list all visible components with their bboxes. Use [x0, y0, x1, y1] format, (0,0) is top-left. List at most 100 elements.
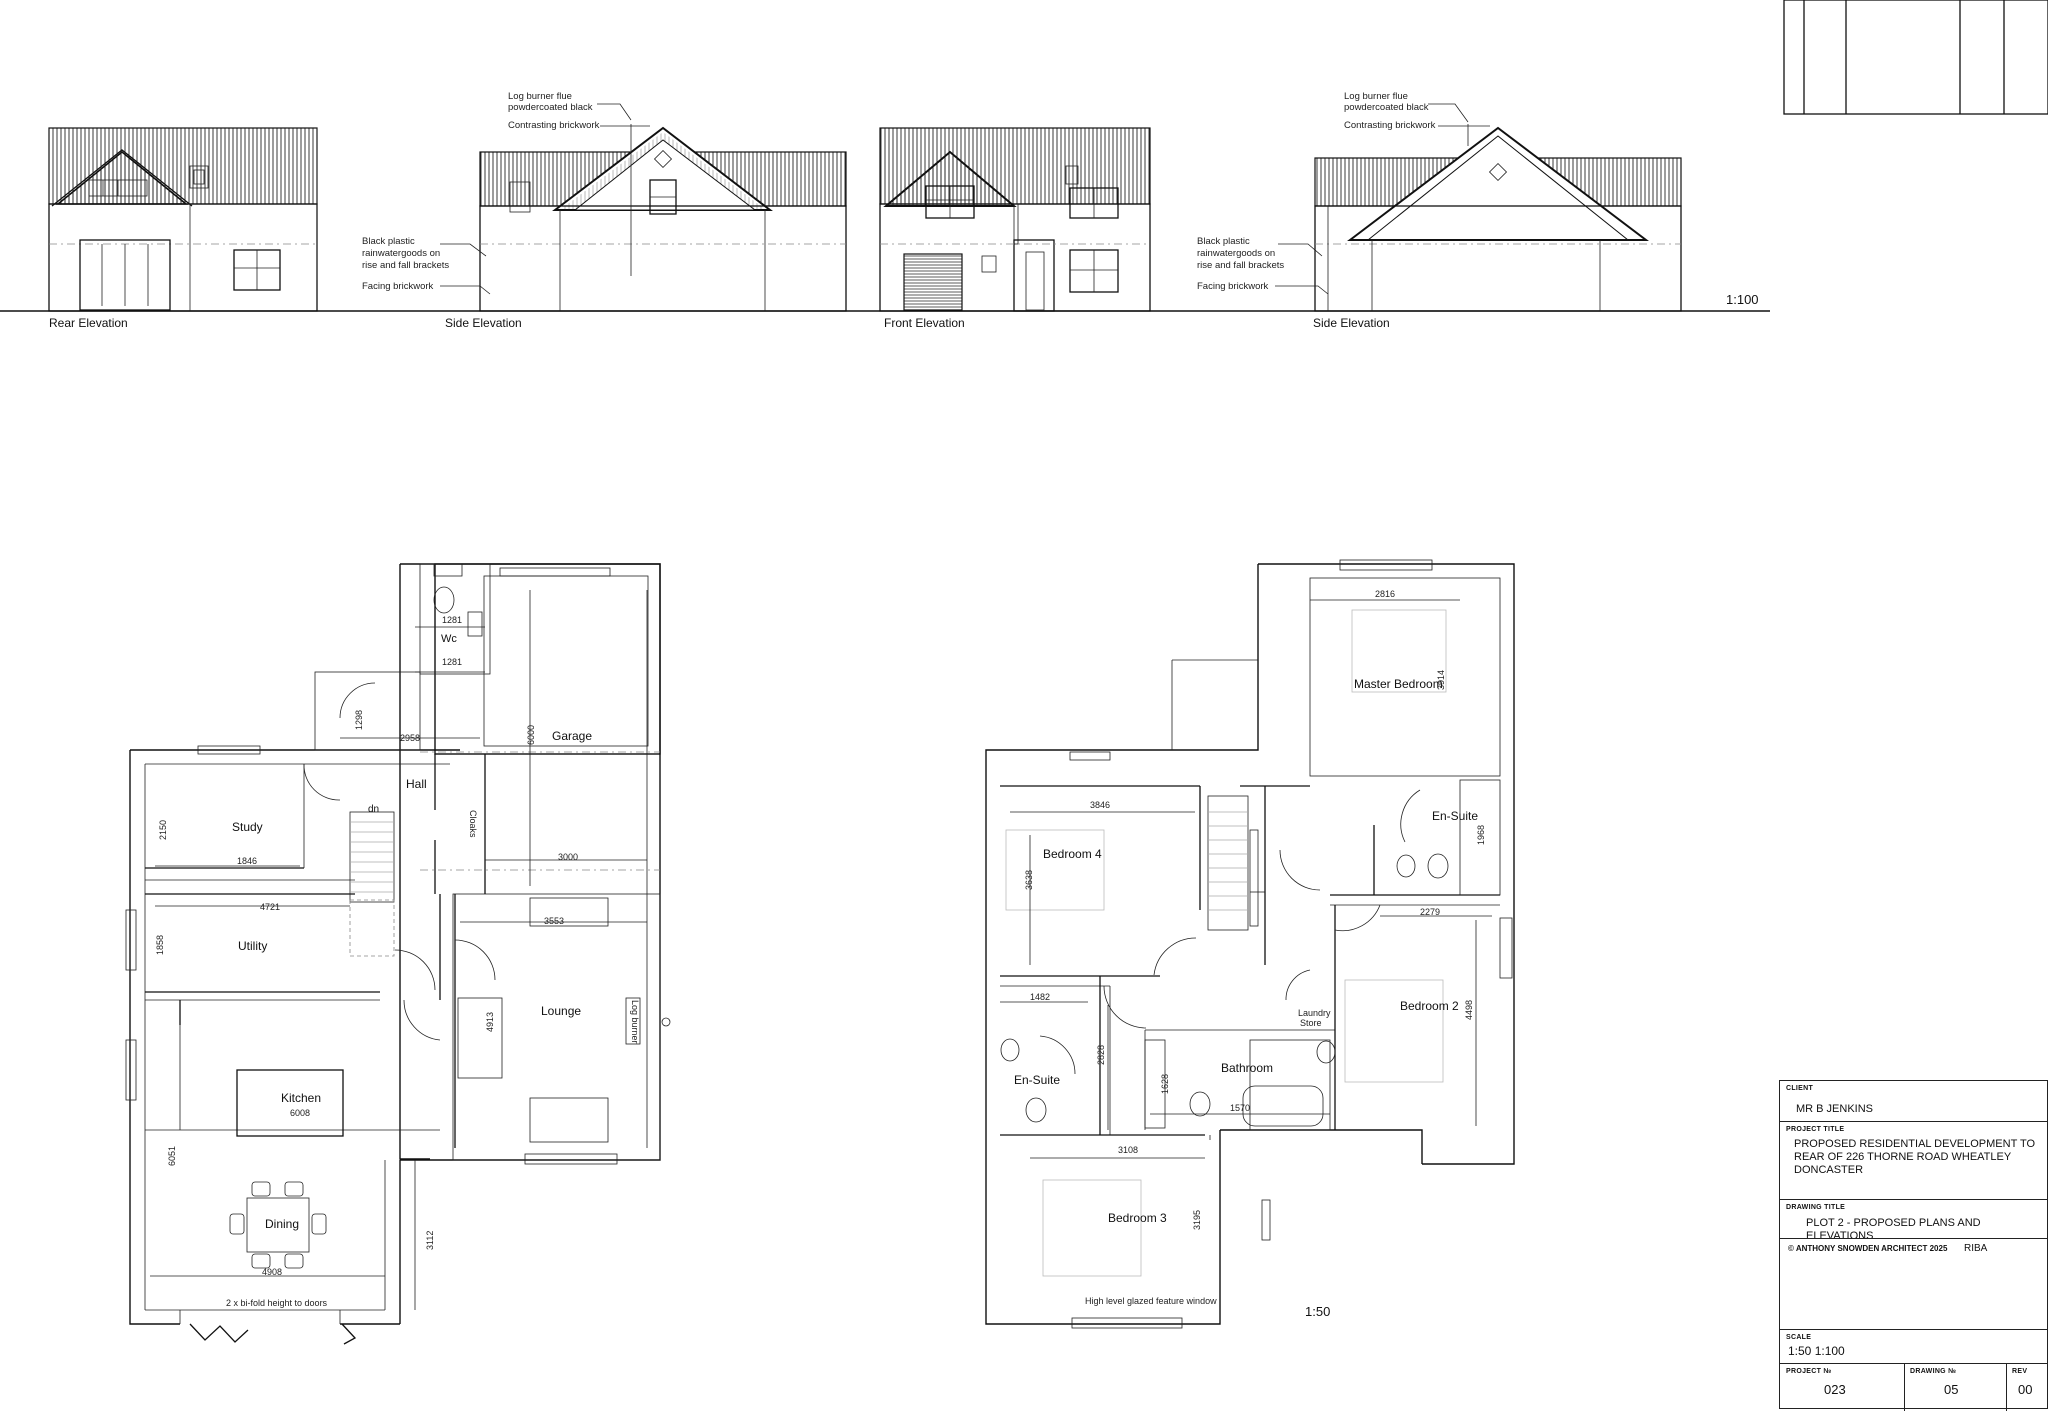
elevation-scale: 1:100 — [1726, 292, 1759, 307]
svg-text:Facing brickwork: Facing brickwork — [1197, 281, 1269, 292]
svg-text:6008: 6008 — [290, 1108, 310, 1118]
client-heading: CLIENT — [1786, 1085, 1814, 1092]
room-garage: Garage — [552, 729, 592, 743]
room-ensuite-2: En-Suite — [1014, 1073, 1060, 1087]
project-line-1: PROPOSED RESIDENTIAL DEVELOPMENT TO — [1794, 1138, 2036, 1150]
title-block: CLIENT MR B JENKINS PROJECT TITLE PROPOS… — [1779, 1080, 2048, 1411]
svg-text:2816: 2816 — [1375, 589, 1395, 599]
room-bathroom: Bathroom — [1221, 1061, 1273, 1075]
drawing-heading: DRAWING TITLE — [1786, 1204, 1846, 1211]
stair-dn: dn — [368, 804, 379, 815]
revision-cell: REV 00 — [2006, 1364, 2048, 1411]
room-bedroom-3: Bedroom 3 — [1108, 1211, 1167, 1225]
svg-text:Contrasting brickwork: Contrasting brickwork — [1344, 120, 1436, 131]
svg-text:3000: 3000 — [558, 852, 578, 862]
room-dining: Dining — [265, 1217, 299, 1231]
svg-text:1298: 1298 — [354, 710, 364, 730]
riba-text: RIBA — [1964, 1243, 1988, 1254]
svg-text:3846: 3846 — [1090, 800, 1110, 810]
svg-text:rise and fall brackets: rise and fall brackets — [362, 260, 449, 271]
client-section: CLIENT MR B JENKINS — [1780, 1081, 2047, 1121]
first-floor-dims: 2816 3914 3846 3638 1968 2279 4498 1482 … — [1024, 589, 1486, 1230]
svg-text:Facing brickwork: Facing brickwork — [362, 281, 434, 292]
project-number: 023 — [1824, 1382, 1846, 1397]
elevation-titles: Rear Elevation Side Elevation Front Elev… — [49, 292, 1759, 330]
scale-heading: SCALE — [1786, 1334, 1812, 1341]
note-flue: Log burner flue — [508, 91, 572, 102]
front-elevation — [879, 127, 1151, 312]
first-floor-labels: Master Bedroom En-Suite Bedroom 4 Bedroo… — [1014, 677, 1478, 1319]
svg-text:4721: 4721 — [260, 902, 280, 912]
project-line-3: DONCASTER — [1794, 1164, 1864, 1176]
room-lounge: Lounge — [541, 1004, 581, 1018]
svg-text:1968: 1968 — [1476, 825, 1486, 845]
svg-text:Black plastic: Black plastic — [362, 236, 415, 247]
numbers-section: PROJECT № 023 DRAWING № 05 REV 00 — [1780, 1363, 2048, 1411]
scale-section: SCALE 1:50 1:100 — [1780, 1329, 2047, 1363]
svg-text:3914: 3914 — [1436, 670, 1446, 690]
svg-text:Log burner flue: Log burner flue — [1344, 91, 1408, 102]
side-elevation-title-2: Side Elevation — [1313, 316, 1390, 330]
scale-value: 1:50 1:100 — [1788, 1344, 1845, 1358]
svg-text:1281: 1281 — [442, 615, 462, 625]
note-contrasting: Contrasting brickwork — [508, 120, 600, 131]
store-label: Store — [1300, 1018, 1322, 1028]
drawing-title-section: DRAWING TITLE PLOT 2 - PROPOSED PLANS AN… — [1780, 1199, 2047, 1337]
svg-text:rainwatergoods on: rainwatergoods on — [362, 248, 440, 259]
svg-text:1628: 1628 — [1160, 1074, 1170, 1094]
drawing-title: PLOT 2 - PROPOSED PLANS AND ELEVATIONS — [1806, 1217, 1981, 1242]
svg-text:4913: 4913 — [485, 1012, 495, 1032]
svg-text:6000: 6000 — [526, 725, 536, 745]
ground-floor-labels: Wc Garage Hall Study Utility Lounge Kitc… — [226, 633, 640, 1308]
side-elevation-title-1: Side Elevation — [445, 316, 522, 330]
rear-elevation — [48, 127, 318, 312]
svg-text:6051: 6051 — [167, 1146, 177, 1166]
client-value: MR B JENKINS — [1796, 1103, 1874, 1115]
copyright-text: © ANTHONY SNOWDEN ARCHITECT 2025 — [1788, 1244, 1948, 1253]
revision-heading: REV — [2012, 1368, 2028, 1375]
svg-text:rise and fall brackets: rise and fall brackets — [1197, 260, 1284, 271]
note-flue-2: powdercoated black — [508, 102, 593, 113]
first-floor-plan — [985, 559, 1515, 1329]
project-section: PROJECT TITLE PROPOSED RESIDENTIAL DEVEL… — [1780, 1121, 2047, 1199]
laundry-label: Laundry — [1298, 1008, 1331, 1018]
plan-scale: 1:50 — [1305, 1304, 1330, 1319]
svg-text:1281: 1281 — [442, 657, 462, 667]
room-bedroom-2: Bedroom 2 — [1400, 999, 1459, 1013]
project-line-2: REAR OF 226 THORNE ROAD WHEATLEY — [1794, 1151, 2012, 1163]
revision-table — [1783, 0, 2048, 115]
svg-text:rainwatergoods on: rainwatergoods on — [1197, 248, 1275, 259]
room-utility: Utility — [238, 939, 267, 953]
svg-text:1858: 1858 — [155, 935, 165, 955]
svg-text:2958: 2958 — [400, 733, 420, 743]
svg-text:powdercoated black: powdercoated black — [1344, 102, 1429, 113]
revision-number: 00 — [2018, 1382, 2033, 1397]
cloaks-label: Cloaks — [468, 810, 478, 838]
svg-text:1482: 1482 — [1030, 992, 1050, 1002]
room-master-bedroom: Master Bedroom — [1354, 677, 1443, 691]
rear-elevation-title: Rear Elevation — [49, 316, 128, 330]
room-wc: Wc — [441, 633, 457, 645]
room-kitchen: Kitchen — [281, 1091, 321, 1105]
copyright-row: © ANTHONY SNOWDEN ARCHITECT 2025 RIBA — [1780, 1238, 2047, 1339]
svg-text:1846: 1846 — [237, 856, 257, 866]
svg-text:2150: 2150 — [158, 820, 168, 840]
svg-text:1570: 1570 — [1230, 1103, 1250, 1113]
drawing-number-heading: DRAWING № — [1910, 1368, 1957, 1375]
svg-text:3553: 3553 — [544, 916, 564, 926]
svg-text:3195: 3195 — [1192, 1210, 1202, 1230]
room-hall: Hall — [406, 777, 427, 791]
front-elevation-title: Front Elevation — [884, 316, 965, 330]
svg-text:3112: 3112 — [425, 1231, 435, 1250]
project-heading: PROJECT TITLE — [1786, 1126, 1845, 1133]
drawing-number: 05 — [1944, 1382, 1959, 1397]
room-bedroom-4: Bedroom 4 — [1043, 847, 1102, 861]
svg-text:4498: 4498 — [1464, 1000, 1474, 1020]
room-ensuite-1: En-Suite — [1432, 809, 1478, 823]
room-study: Study — [232, 820, 263, 834]
svg-text:2828: 2828 — [1096, 1045, 1106, 1065]
ground-floor-dims: 1281 1281 1298 2958 6000 3000 2150 1846 … — [155, 615, 578, 1277]
svg-text:4908: 4908 — [262, 1267, 282, 1277]
side-elevation-2 — [1314, 124, 1682, 312]
